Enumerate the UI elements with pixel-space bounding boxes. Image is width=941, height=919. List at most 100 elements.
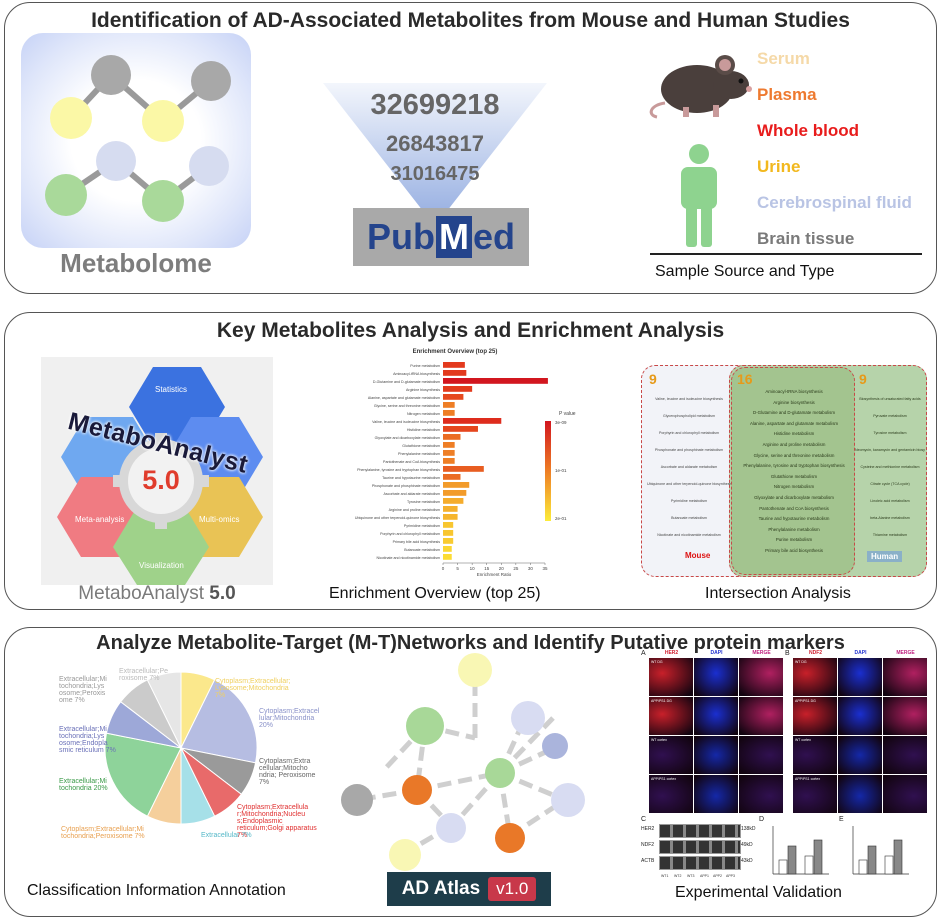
pie-slice (180, 679, 258, 764)
pubmed-logo: Pub M ed (353, 208, 529, 266)
blot-kda-label: 49kD (741, 842, 753, 848)
blot-lane-label: APP1 (700, 874, 709, 878)
blot-kda-label: 138kD (741, 826, 756, 832)
blot-lane-label: APP3 (726, 874, 735, 878)
pie-label-s3: Cytoplasm;Extra cellular;Mitocho ndria; … (259, 758, 316, 786)
stain-label: HER2 (664, 650, 679, 656)
micrograph-tile (883, 775, 927, 813)
enrichment-category-label: Pyrimidine metabolism (404, 524, 440, 528)
enrichment-bar (443, 546, 452, 552)
venn-pathway-item: Biosynthesis of unsaturated fatty acids (859, 397, 921, 401)
enrichment-chart-title: Enrichment Overview (top 25) (413, 349, 498, 355)
blot-protein-label: NDF2 (641, 842, 655, 848)
enrichment-category-label: Porphyrin and chlorophyll metabolism (380, 532, 440, 536)
micrograph-tile (793, 775, 837, 813)
enrichment-category-label: Nicotinate and nicotinamide metabolism (376, 556, 440, 560)
blot-kda-label: 43kD (741, 858, 753, 864)
enrichment-category-label: Glutathione metabolism (402, 444, 440, 448)
micrograph-row-label: APP/PS1 cortex (795, 777, 821, 781)
source-plasma: Plasma (757, 85, 817, 104)
pubmed-logo-m: M (435, 216, 472, 258)
enrichment-bar (443, 490, 467, 496)
venn-pathway-item: Pyrimidine metabolism (670, 499, 708, 503)
enrichment-bar (443, 554, 452, 560)
enrichment-category-label: Phenylalanine metabolism (398, 452, 440, 456)
enrichment-category-label: Alanine, aspartate and glutamate metabol… (368, 396, 440, 400)
mini-bar (858, 859, 868, 875)
venn-pathway-item: Aminoacyl-tRNA biosynthesis (765, 389, 823, 394)
enrichment-category-label: Phosphonate and phosphinate metabolism (372, 484, 440, 488)
micrograph-tile (649, 775, 693, 813)
venn-pathway-item: Linoleic acid metabolism (870, 499, 910, 503)
source-brain-tissue: Brain tissue (757, 229, 855, 248)
enrichment-x-tick-label: 0 (442, 566, 445, 571)
micrograph-tile (694, 697, 738, 735)
enrichment-category-label: Butanoate metabolism (404, 548, 440, 552)
enrichment-category-label: Tyrosine metabolism (407, 500, 440, 504)
blot-lane-label: WT2 (674, 874, 682, 878)
venn-pathway-item: Valine, leucine and isoleucine biosynthe… (655, 397, 723, 401)
mini-bar (787, 845, 797, 875)
pubmed-funnel (323, 83, 547, 211)
enrichment-category-label: Purine metabolism (410, 364, 440, 368)
stain-label: DAPI (854, 650, 867, 656)
enrichment-bar (443, 506, 458, 512)
micrograph-row-label: WT cortex (651, 738, 667, 742)
source-serum: Serum (757, 49, 810, 68)
venn-pathway-item: Taurine and hypotaurine metabolism (758, 516, 830, 522)
micrograph-tile (694, 658, 738, 696)
pie-label-s7: Extracellular;Mi tochondria 20% (59, 778, 108, 792)
metaboanalyst-logo: Statistics Meta-analysis Visualization M… (41, 357, 273, 585)
metabolome-label: Metabolome (60, 248, 212, 278)
mini-bar (813, 839, 823, 875)
micro-label-d: D (759, 816, 765, 823)
mini-bar (893, 839, 903, 875)
enrichment-bar (443, 402, 455, 408)
micrograph-tile (739, 775, 783, 813)
pubmed-logo-pub: Pub (366, 216, 435, 257)
enrichment-bar (443, 370, 467, 376)
enrichment-x-tick-label: 5 (456, 566, 459, 571)
micrograph-tile (838, 658, 882, 696)
micrograph-tile (739, 697, 783, 735)
blot-band-row (659, 824, 741, 838)
venn-pathway-item: Cysteine and methionine metabolism (860, 465, 920, 469)
venn-pathway-item: Ascorbate and aldarate metabolism (660, 465, 718, 469)
validation-bar-chart-d (772, 826, 829, 875)
micrograph-tile (883, 697, 927, 735)
classification-pie-chart (104, 671, 258, 825)
venn-pathway-item: Neomycin, kanamycin and gentamicin biosy… (855, 448, 925, 452)
micrograph-tile (883, 736, 927, 774)
micrograph-row-label: WT DG (795, 660, 807, 664)
enrichment-x-tick-label: 15 (484, 566, 490, 571)
pie-label-s9: Extracellular;Mi tochondria;Lys osome;Pe… (59, 676, 107, 704)
ma-segment-multiomics: Multi-omics (199, 515, 240, 524)
ad-atlas-version: v1.0 (488, 877, 537, 901)
venn-shared-count: 16 (737, 371, 753, 387)
micrograph-tile (739, 736, 783, 774)
venn-pathway-item: Glycine, serine and threonine metabolism (753, 452, 835, 458)
blot-lane-label: WT3 (687, 874, 695, 878)
pubmed-logo-ed: ed (472, 216, 515, 257)
enrichment-bar (443, 418, 502, 424)
pie-label-s6: Cytoplasm;Extracellular;Mi tochondria;Pe… (61, 826, 145, 840)
validation-caption: Experimental Validation (675, 884, 842, 901)
blot-band-row (659, 856, 741, 870)
source-whole-blood: Whole blood (757, 121, 859, 140)
venn-pathway-item: Pantothenate and CoA biosynthesis (759, 505, 829, 511)
enrichment-category-label: D-Glutamine and D-glutamate metabolism (373, 380, 440, 384)
enrichment-category-label: Histidine metabolism (407, 428, 440, 432)
enrichment-x-tick-label: 25 (513, 566, 519, 571)
mini-bar (804, 855, 814, 875)
enrichment-category-label: Ascorbate and aldarate metabolism (383, 492, 440, 496)
venn-mouse-count: 9 (649, 371, 657, 387)
enrichment-bar (443, 530, 454, 536)
enrichment-x-tick-label: 20 (499, 566, 505, 571)
panel-metabolite-identification: Identification of AD-Associated Metaboli… (4, 2, 937, 294)
micrograph-tile (838, 775, 882, 813)
ma-logo-version: 5.0 (142, 465, 180, 495)
pie-caption: Classification Information Annotation (27, 882, 286, 899)
venn-pathway-item: Glutathione metabolism (770, 473, 818, 479)
